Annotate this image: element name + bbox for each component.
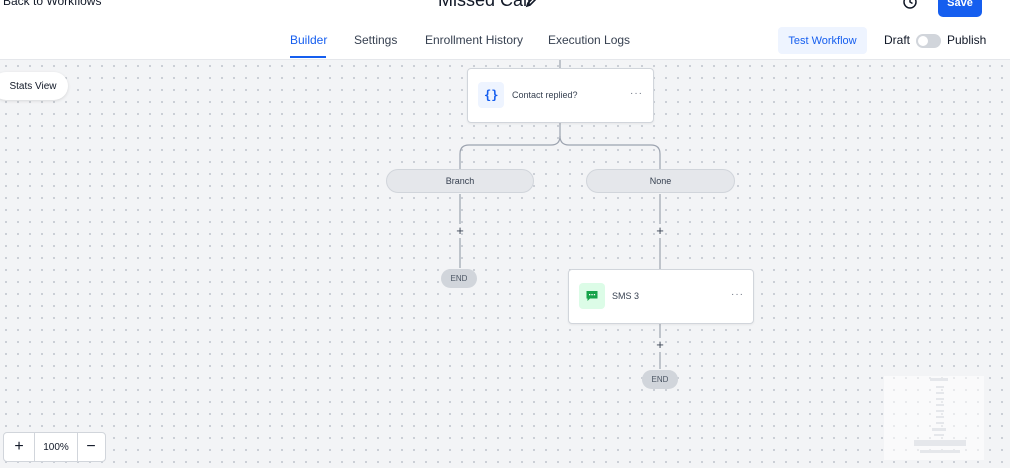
workflow-title: Missed Call bbox=[438, 0, 532, 10]
add-step-button[interactable]: + bbox=[456, 223, 464, 238]
minimap[interactable] bbox=[884, 376, 984, 460]
sms-node-menu-icon[interactable]: ··· bbox=[731, 289, 744, 300]
publish-toggle[interactable] bbox=[916, 34, 941, 48]
none-branch-pill[interactable]: None bbox=[586, 169, 735, 193]
tab-bar: Builder Settings Enrollment History Exec… bbox=[0, 22, 1010, 60]
zoom-in-button[interactable]: + bbox=[14, 438, 24, 455]
tab-settings[interactable]: Settings bbox=[354, 33, 398, 47]
braces-icon: {} bbox=[478, 82, 504, 108]
add-step-button[interactable]: + bbox=[656, 223, 664, 238]
minimap-preview bbox=[914, 378, 966, 453]
sms-node[interactable]: SMS 3 ··· bbox=[568, 269, 754, 324]
condition-node-label: Contact replied? bbox=[512, 90, 578, 100]
sms-node-label: SMS 3 bbox=[612, 291, 640, 301]
test-workflow-button[interactable]: Test Workflow bbox=[778, 27, 867, 54]
save-button[interactable]: Save bbox=[938, 0, 982, 17]
tab-builder[interactable]: Builder bbox=[290, 33, 328, 47]
condition-node[interactable]: {} Contact replied? ··· bbox=[467, 68, 654, 123]
end-node: END bbox=[642, 370, 678, 389]
end-node: END bbox=[441, 269, 477, 288]
zoom-controls: + 100% − bbox=[3, 432, 106, 462]
workflow-canvas[interactable] bbox=[0, 60, 1010, 468]
toggle-knob bbox=[918, 36, 928, 46]
condition-node-menu-icon[interactable]: ··· bbox=[630, 88, 643, 99]
back-to-workflows-link[interactable]: Back to Workflows bbox=[3, 0, 102, 8]
message-icon bbox=[579, 283, 605, 309]
add-step-button[interactable]: + bbox=[656, 337, 664, 352]
tab-execution-logs[interactable]: Execution Logs bbox=[548, 33, 631, 47]
edit-title-icon[interactable] bbox=[525, 0, 539, 13]
draft-label: Draft bbox=[884, 33, 911, 47]
history-icon[interactable] bbox=[902, 0, 918, 15]
svg-text:{}: {} bbox=[484, 88, 498, 102]
active-tab-indicator bbox=[290, 56, 326, 58]
branch-pill[interactable]: Branch bbox=[386, 169, 534, 193]
zoom-level: 100% bbox=[34, 433, 78, 461]
stats-view-button[interactable]: Stats View bbox=[0, 72, 68, 100]
zoom-out-button[interactable]: − bbox=[86, 438, 96, 455]
tab-enrollment-history[interactable]: Enrollment History bbox=[425, 33, 524, 47]
publish-label: Publish bbox=[947, 33, 987, 47]
